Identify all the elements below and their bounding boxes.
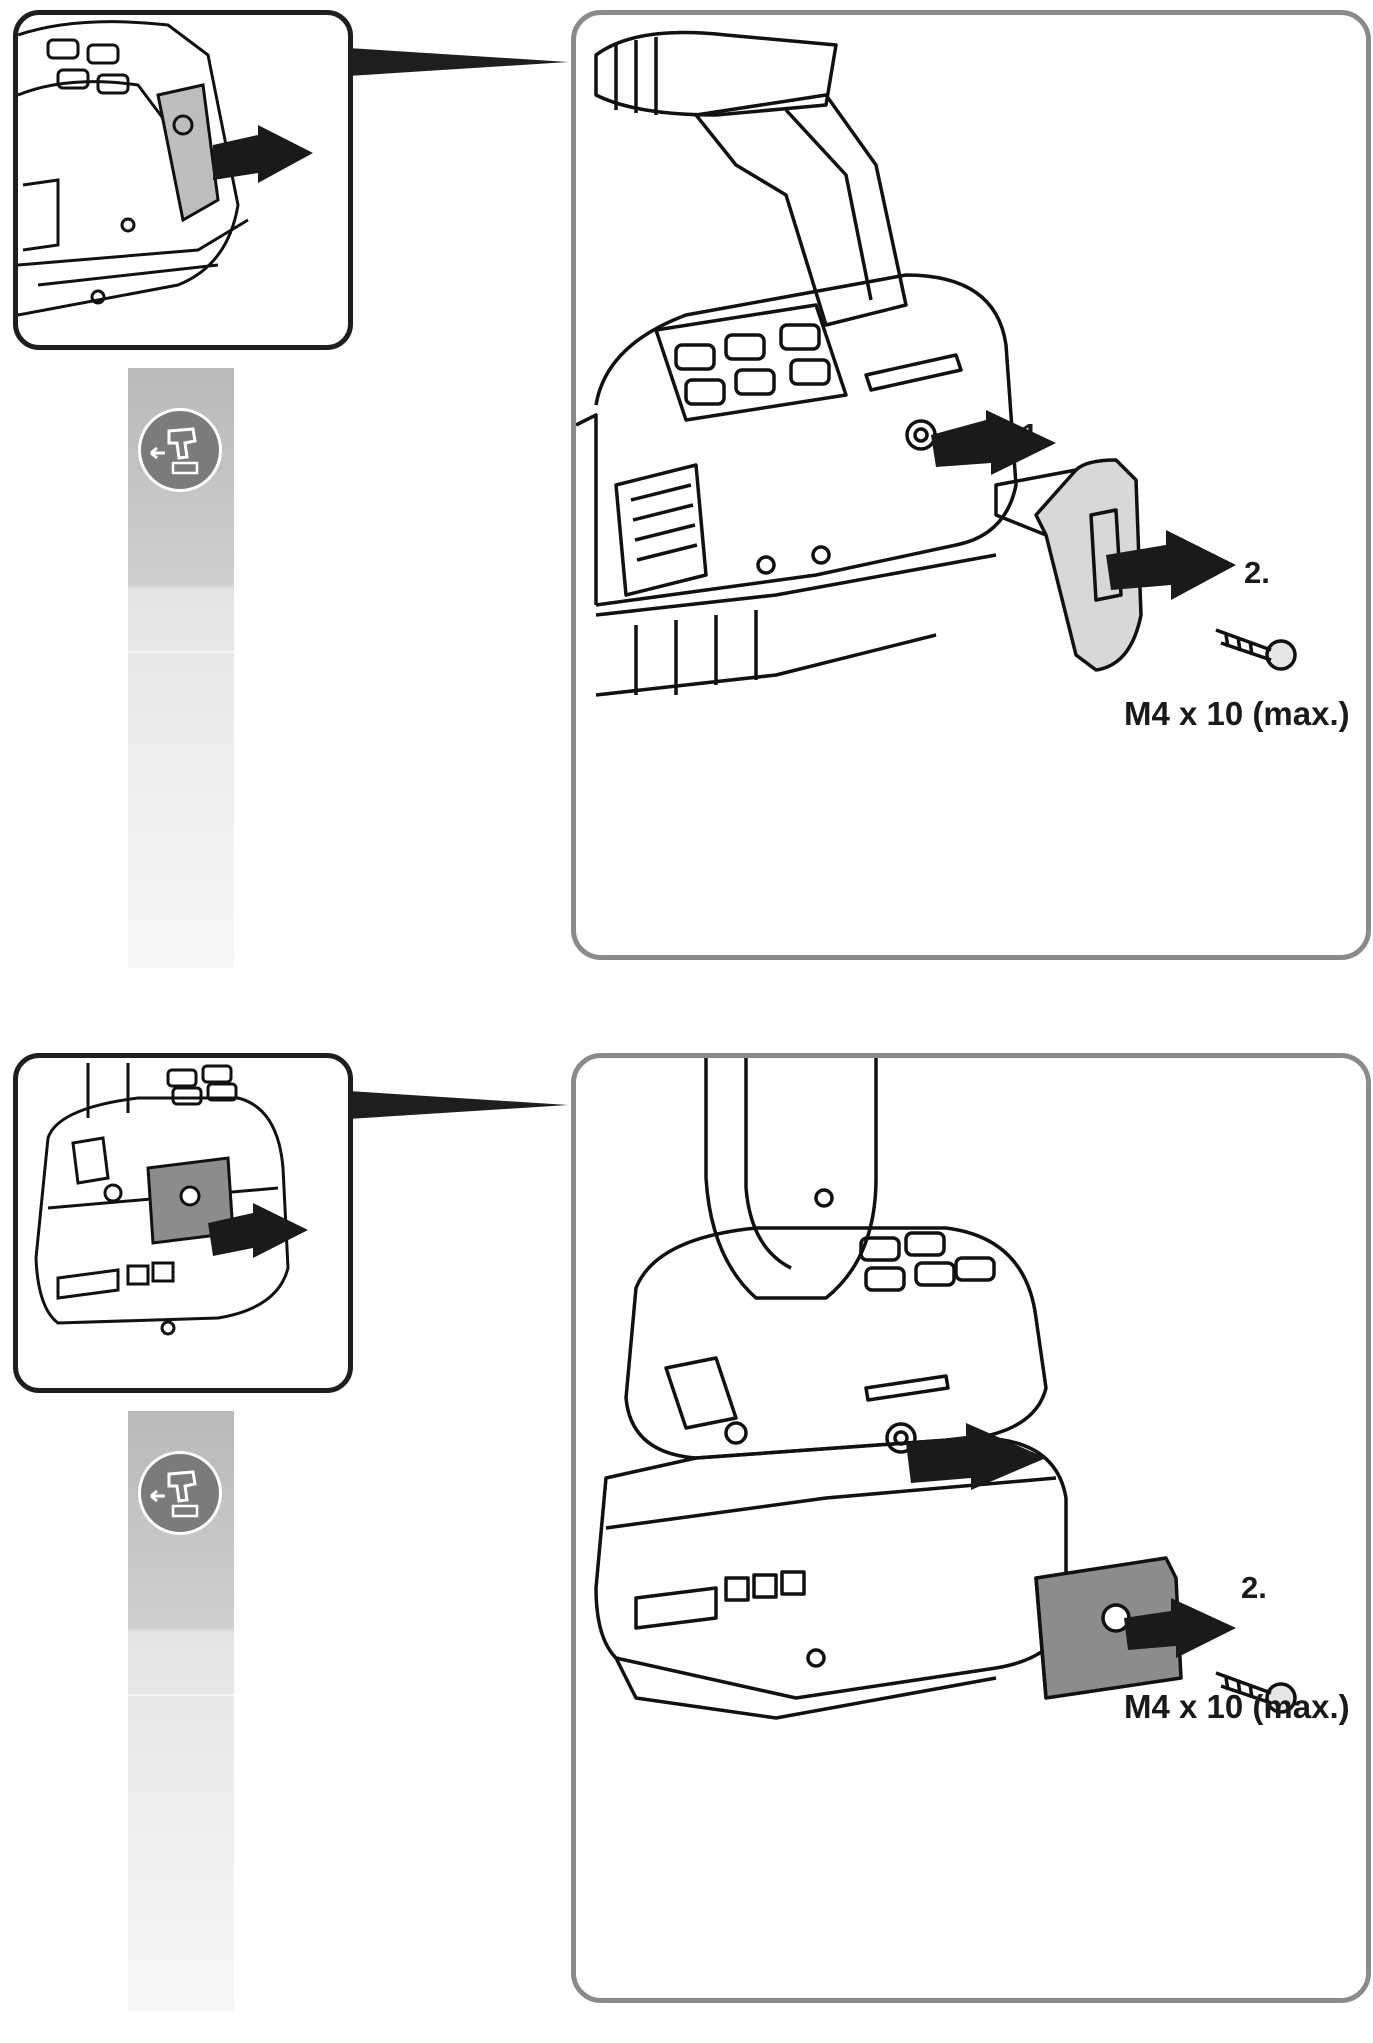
drill-bit-holder-illustration bbox=[594, 1058, 1297, 1720]
strip-divider bbox=[128, 1694, 234, 1696]
instruction-section-belt-clip: 1. 2. M4 x 10 (max.) bbox=[0, 0, 1373, 1000]
strip-divider bbox=[128, 651, 234, 653]
step-1-label: 1. bbox=[1021, 417, 1047, 452]
detail-inset bbox=[13, 10, 353, 350]
sidebar-strip bbox=[128, 1411, 234, 2011]
drill-battery-removed-icon bbox=[138, 408, 222, 492]
callout-connector bbox=[348, 48, 568, 76]
step-2-label: 2. bbox=[1244, 555, 1270, 590]
detail-inset bbox=[13, 1053, 353, 1393]
step-2-label: 2. bbox=[1241, 1570, 1267, 1605]
screw-spec-label: M4 x 10 (max.) bbox=[1124, 1688, 1350, 1725]
detail-illustration bbox=[18, 20, 313, 317]
main-illustration-frame: 1. 2. M4 x 10 (max.) bbox=[571, 1053, 1371, 2003]
drill-battery-removed-icon bbox=[138, 1451, 222, 1535]
screw-spec-label: M4 x 10 (max.) bbox=[1124, 695, 1350, 732]
detail-illustration bbox=[34, 1063, 308, 1336]
callout-connector bbox=[348, 1091, 568, 1119]
main-illustration-frame: 1. 2. M4 x 10 (max.) bbox=[571, 10, 1371, 960]
step-1-label: 1. bbox=[1001, 1436, 1027, 1471]
instruction-section-bit-holder: 1. 2. M4 x 10 (max.) bbox=[0, 1043, 1373, 2043]
drill-belt-clip-illustration bbox=[576, 30, 1297, 697]
sidebar-strip bbox=[128, 368, 234, 968]
